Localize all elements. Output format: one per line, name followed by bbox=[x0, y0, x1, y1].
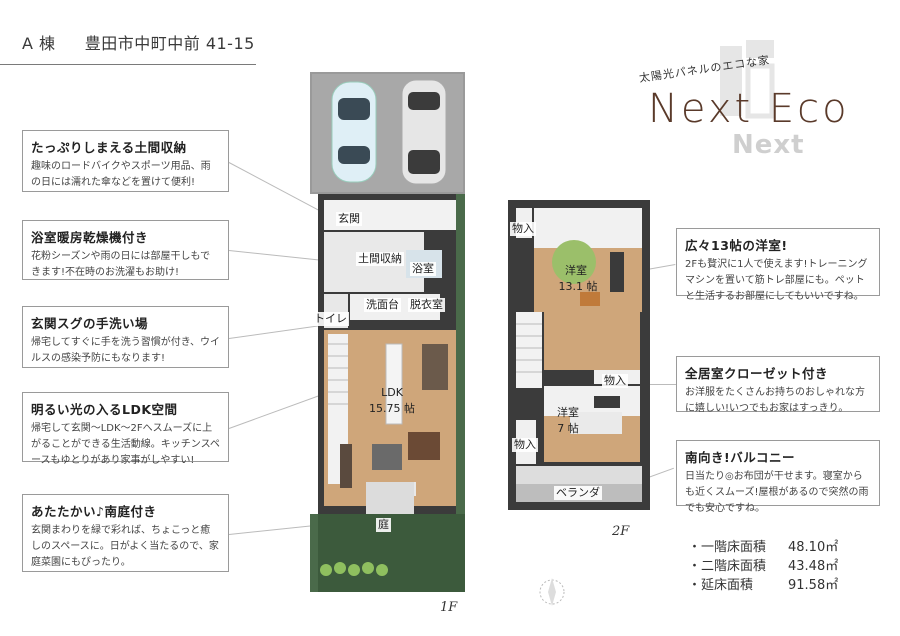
feature-body: 花粉シーズンや雨の日には部屋干しもできます!不在時のお洗濯もお助け! bbox=[31, 251, 211, 278]
feature-title: 広々13帖の洋室! bbox=[685, 238, 788, 253]
room-label-entrance: 玄関 bbox=[336, 212, 362, 226]
floor-plan-2f: 物入 洋室 13.1 帖 物入 洋室 7 帖 物入 ベランダ bbox=[508, 200, 650, 510]
feature-box-closets: 全居室クローゼット付き お洋服をたくさんお持ちのおしゃれな方に嬉しい!いつでもお… bbox=[676, 356, 880, 414]
feature-body: 2Fも贅沢に1人で使えます!トレーニングマシンを置いて筋トレ部屋にも。ペットと生… bbox=[685, 259, 868, 302]
feature-body: 玄関まわりを緑で彩れば、ちょこっと癒しのスペースに。日がよく当たるので、家庭菜園… bbox=[31, 525, 219, 568]
feature-body: 趣味のロードバイクやスポーツ用品、雨の日には濡れた傘などを置けて便利! bbox=[31, 161, 211, 188]
feature-title: 玄関スグの手洗い場 bbox=[31, 316, 149, 331]
floor-area-summary: ・一階床面積 48.10㎡ ・二階床面積 43.48㎡ ・延床面積 91.58㎡ bbox=[688, 536, 858, 593]
leader-line bbox=[630, 384, 676, 385]
room-label-dressing: 脱衣室 bbox=[408, 298, 445, 312]
room-label-veranda: ベランダ bbox=[554, 486, 602, 500]
feature-box-western-13: 広々13帖の洋室! 2Fも贅沢に1人で使えます!トレーニングマシンを置いて筋トレ… bbox=[676, 228, 880, 302]
logo-sub-text: Next bbox=[732, 130, 805, 160]
feature-title: 明るい光の入るLDK空間 bbox=[31, 402, 178, 417]
area-label: ・延床面積 bbox=[688, 578, 754, 593]
floor-plan-1f-drawing bbox=[310, 72, 465, 592]
room-label-ldk: LDK bbox=[381, 386, 403, 399]
feature-box-balcony: 南向き!バルコニー 日当たり◎お布団が干せます。寝室からも近くスムーズ!屋根があ… bbox=[676, 440, 880, 514]
feature-box-earth-storage: たっぷりしまえる土間収納 趣味のロードバイクやスポーツ用品、雨の日には濡れた傘な… bbox=[22, 130, 229, 192]
area-label: ・一階床面積 bbox=[688, 540, 767, 555]
room-label-toilet: トイレ bbox=[312, 312, 349, 326]
next-eco-logo: 太陽光パネルのエコな家 Next Eco Next bbox=[620, 28, 870, 163]
area-label: ・二階床面積 bbox=[688, 559, 767, 574]
building-label: A 棟 bbox=[22, 34, 56, 53]
feature-box-garden: あたたかい♪南庭付き 玄関まわりを緑で彩れば、ちょこっと癒しのスペースに。日がよ… bbox=[22, 494, 229, 572]
room-label-closet-1: 物入 bbox=[510, 222, 536, 236]
floor-plan-2f-drawing bbox=[508, 200, 650, 510]
feature-body: 帰宅してすぐに手を洗う習慣が付き、ウイルスの感染予防にもなります! bbox=[31, 337, 220, 364]
logo-main-text: Next Eco bbox=[648, 86, 850, 132]
floor-tag-1f: 1F bbox=[440, 600, 458, 615]
area-value: 43.48㎡ bbox=[788, 559, 839, 574]
feature-title: 南向き!バルコニー bbox=[685, 450, 795, 465]
page-header: A 棟 豊田市中町中前 41-15 bbox=[22, 30, 255, 54]
area-value: 48.10㎡ bbox=[788, 540, 839, 555]
room-label-bath: 浴室 bbox=[410, 262, 436, 276]
feature-box-bath-dryer: 浴室暖房乾燥機付き 花粉シーズンや雨の日には部屋干しもできます!不在時のお洗濯も… bbox=[22, 220, 229, 280]
house-outline-icon bbox=[720, 40, 775, 119]
room-label-storage: 土間収納 bbox=[356, 252, 404, 266]
room-label-western-13-size: 13.1 帖 bbox=[558, 280, 598, 293]
feature-title: 全居室クローゼット付き bbox=[685, 366, 829, 381]
room-label-closet-3: 物入 bbox=[512, 438, 538, 452]
room-label-garden: 庭 bbox=[376, 518, 391, 532]
feature-body: 帰宅して玄関～LDK～2Fへスムーズに上がることができる生活動線。キッチンスペー… bbox=[31, 423, 220, 466]
car-icon bbox=[331, 81, 377, 183]
room-label-closet-2: 物入 bbox=[602, 374, 628, 388]
area-row: ・一階床面積 48.10㎡ bbox=[688, 536, 858, 555]
floor-tag-2f: 2F bbox=[612, 524, 630, 539]
feature-body: 日当たり◎お布団が干せます。寝室からも近くスムーズ!屋根があるので突然の雨でも安… bbox=[685, 471, 869, 514]
feature-title: たっぷりしまえる土間収納 bbox=[31, 140, 187, 155]
room-label-western-7: 洋室 bbox=[557, 406, 579, 419]
room-label-ldk-size: 15.75 帖 bbox=[369, 402, 415, 415]
header-divider bbox=[0, 64, 256, 65]
feature-body: お洋服をたくさんお持ちのおしゃれな方に嬉しい!いつでもお家はすっきり。 bbox=[685, 387, 865, 414]
room-label-western-7-size: 7 帖 bbox=[557, 422, 579, 435]
floor-plan-1f: 玄関 土間収納 浴室 洗面台 脱衣室 トイレ LDK 15.75 帖 庭 bbox=[310, 72, 470, 592]
car-icon bbox=[401, 79, 447, 185]
feature-title: 浴室暖房乾燥機付き bbox=[31, 230, 149, 245]
feature-box-ldk: 明るい光の入るLDK空間 帰宅して玄関～LDK～2Fへスムーズに上がることができ… bbox=[22, 392, 229, 466]
room-label-western-13: 洋室 bbox=[565, 264, 587, 277]
feature-title: あたたかい♪南庭付き bbox=[31, 504, 157, 519]
address-label: 豊田市中町中前 41-15 bbox=[84, 34, 255, 53]
area-row: ・二階床面積 43.48㎡ bbox=[688, 555, 858, 574]
leader-line bbox=[228, 524, 319, 535]
feature-box-handwash: 玄関スグの手洗い場 帰宅してすぐに手を洗う習慣が付き、ウイルスの感染予防にもなり… bbox=[22, 306, 229, 368]
room-label-washstand: 洗面台 bbox=[364, 298, 401, 312]
area-row: ・延床面積 91.58㎡ bbox=[688, 574, 858, 593]
compass-icon bbox=[539, 578, 565, 606]
area-value: 91.58㎡ bbox=[788, 578, 839, 593]
leader-line bbox=[228, 162, 322, 213]
